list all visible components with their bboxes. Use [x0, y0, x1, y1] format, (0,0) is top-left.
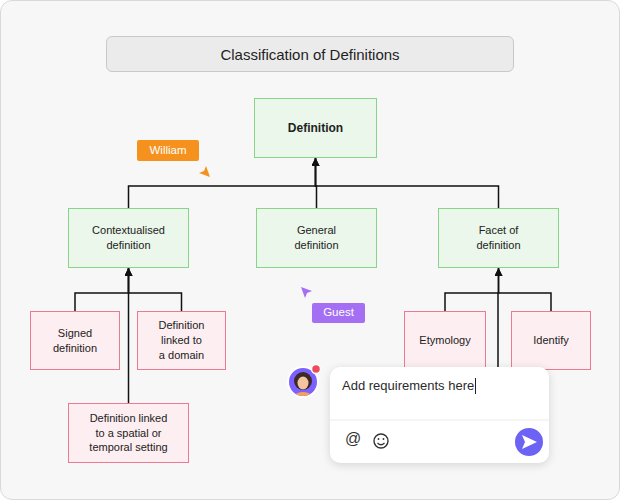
diagram-title: Classification of Definitions: [220, 46, 399, 63]
comment-box: Add requirements here @: [330, 367, 549, 463]
user-tag: Guest: [312, 303, 365, 323]
category-box: Facet of definition: [438, 208, 559, 268]
avatar-icon: [288, 365, 321, 399]
connector-arrow: [129, 158, 316, 208]
cursor-pointer: [301, 287, 312, 298]
node-text: William: [149, 143, 186, 159]
node-text: General definition: [275, 223, 358, 253]
subtype-box: Identify: [511, 311, 591, 370]
avatar-circle: [288, 367, 318, 397]
title-box: Classification of Definitions: [106, 36, 514, 72]
node-text: Definition linked to a domain: [158, 318, 205, 363]
connector-arrow: [316, 158, 499, 208]
root-box: Definition: [254, 98, 377, 158]
avatar-hair: [294, 372, 312, 390]
node-text: Signed definition: [49, 326, 101, 356]
subtype-box: Signed definition: [30, 311, 120, 370]
node-text: Facet of definition: [457, 223, 540, 253]
node-text: Definition: [288, 120, 343, 136]
connector-arrow: [316, 158, 317, 208]
subtype-box: Definition linked to a spatial or tempor…: [68, 403, 189, 463]
connector-arrow: [75, 268, 129, 311]
subtype-box: Etymology: [404, 311, 486, 370]
cursor-pointer: [199, 166, 210, 177]
category-box: General definition: [256, 208, 377, 268]
node-text: @: [345, 430, 361, 448]
node-text: Definition linked to a spatial or tempor…: [87, 411, 170, 456]
avatar-face: [298, 377, 309, 390]
notification-dot: [312, 365, 321, 374]
node-text: Contextualised definition: [87, 223, 170, 253]
connector-arrow: [129, 268, 182, 311]
subtype-box: Definition linked to a domain: [137, 311, 226, 370]
category-box: Contextualised definition: [68, 208, 189, 268]
node-text: Guest: [323, 305, 354, 321]
connector-arrow: [445, 268, 499, 311]
node-text: Add requirements here: [342, 378, 476, 394]
connector-arrow: [128, 268, 130, 403]
user-tag: William: [137, 140, 199, 161]
avatar-shoulders: [290, 392, 316, 398]
node-text: Identify: [533, 333, 568, 348]
node-text: Etymology: [419, 333, 470, 348]
connector-arrow: [499, 268, 552, 311]
